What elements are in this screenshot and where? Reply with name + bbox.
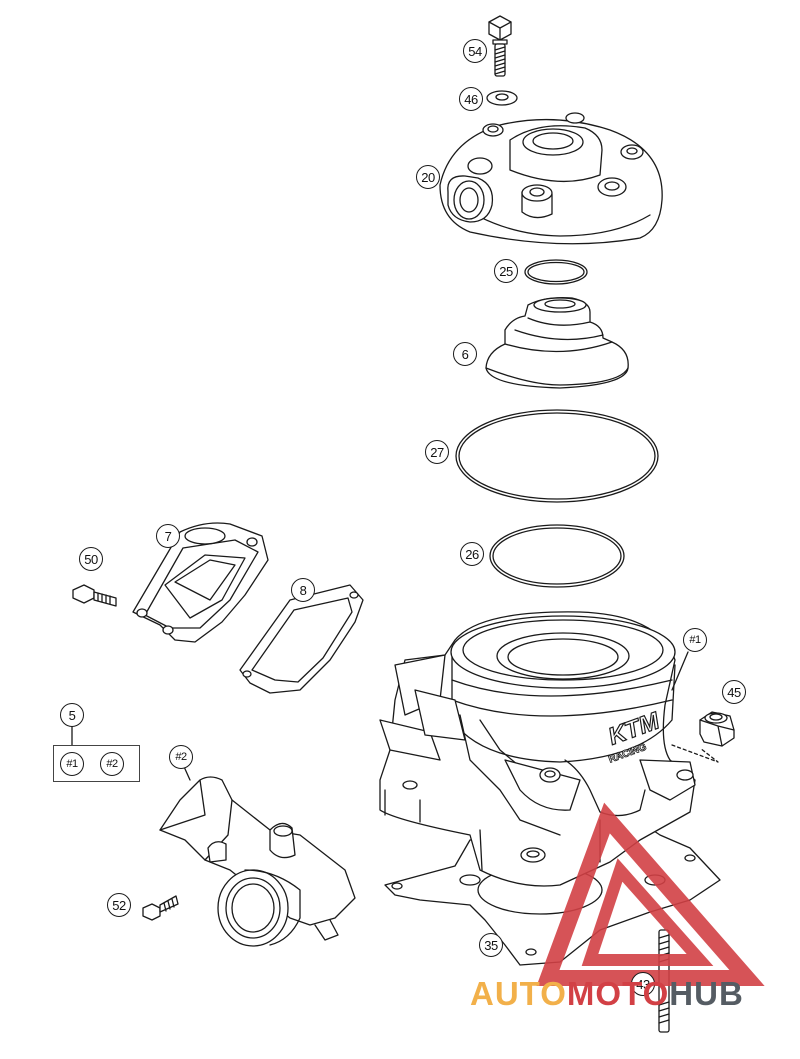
callout-43: 43 [631, 972, 655, 996]
cylinder-head-insert [485, 297, 629, 389]
callout-kit-item-2: #2 [100, 752, 124, 776]
callout-26: 26 [460, 542, 484, 566]
callout-kit-item-1: #1 [60, 752, 84, 776]
intake-bolt [72, 584, 117, 607]
callout-27: 27 [425, 440, 449, 464]
kit-contents-box [53, 745, 140, 782]
cylinder [379, 611, 696, 887]
o-ring-large [455, 409, 659, 503]
callout-35: 35 [479, 933, 503, 957]
watermark-part-moto: MOTO [566, 975, 670, 1012]
watermark-part-auto: AUTO [470, 975, 567, 1012]
intake-gasket [239, 584, 364, 694]
callout-8: 8 [291, 578, 315, 602]
callout-54: 54 [463, 39, 487, 63]
watermark-part-hub: HUB [669, 975, 744, 1012]
callout-46: 46 [459, 87, 483, 111]
callout-7: 7 [156, 524, 180, 548]
callout-manifold-kit-2: #2 [169, 745, 193, 769]
cylinder-head-bolt [488, 15, 512, 77]
intake-cover [132, 522, 269, 643]
callout-20: 20 [416, 165, 440, 189]
o-ring-small [524, 259, 588, 285]
callout-52: 52 [107, 893, 131, 917]
intake-manifold [159, 776, 356, 947]
callout-45: 45 [722, 680, 746, 704]
callout-50: 50 [79, 547, 103, 571]
o-ring-medium [489, 524, 625, 588]
callout-cylinder-kit-1: #1 [683, 628, 707, 652]
callout-25: 25 [494, 259, 518, 283]
cylinder-nut [699, 711, 735, 747]
cylinder-head [439, 112, 663, 245]
callout-5: 5 [60, 703, 84, 727]
manifold-bolt [142, 895, 179, 921]
callout-6: 6 [453, 342, 477, 366]
watermark-text: AUTOMOTOHUB [470, 975, 744, 1013]
washer [486, 90, 518, 106]
